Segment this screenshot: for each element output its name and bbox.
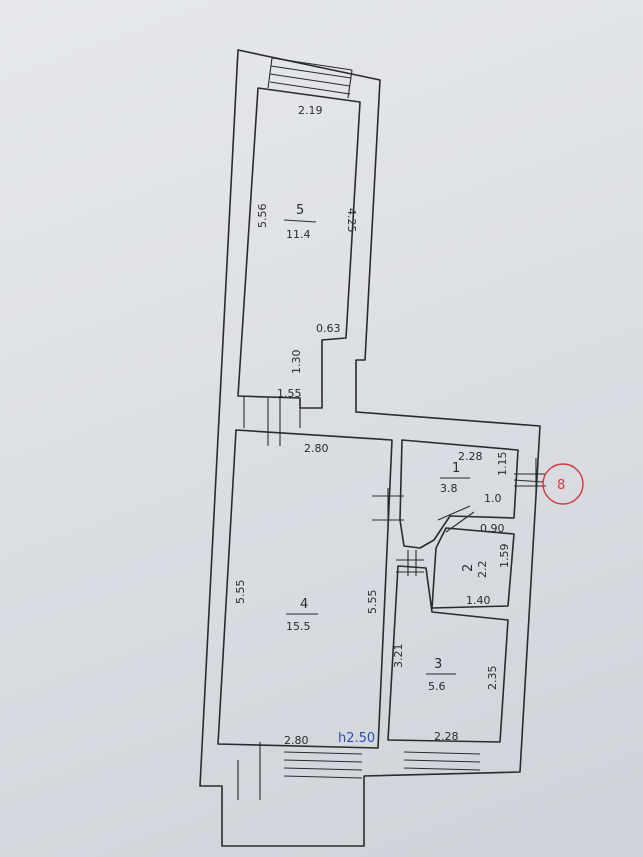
room-1-area: 3.8 bbox=[440, 482, 458, 495]
room-2-walls bbox=[431, 527, 515, 609]
dim-r5-top: 2.19 bbox=[298, 104, 323, 117]
dim-r4-bottom: 2.80 bbox=[284, 734, 309, 747]
marker-circle bbox=[542, 463, 584, 505]
bottom-windows bbox=[237, 742, 481, 800]
dim-r3-left: 3.21 bbox=[392, 644, 405, 669]
room-1-number: 1 bbox=[452, 461, 460, 476]
dim-r2-right: 1.59 bbox=[498, 544, 511, 569]
dim-r5-notch: 0.63 bbox=[316, 322, 341, 335]
dim-r4-left: 5.55 bbox=[234, 580, 247, 605]
room-2-number: 2 bbox=[461, 564, 476, 572]
dim-r3-bottom: 2.28 bbox=[434, 730, 459, 743]
dim-r4-right: 5.55 bbox=[366, 590, 379, 615]
room-3-number: 3 bbox=[434, 657, 442, 672]
room-2-area: 2.2 bbox=[476, 561, 489, 579]
room-5-walls bbox=[237, 87, 361, 409]
dim-r2-bottom: 1.40 bbox=[466, 594, 491, 607]
dim-r1-top: 2.28 bbox=[458, 450, 483, 463]
room-5-divider bbox=[283, 219, 317, 223]
bath-door bbox=[437, 505, 475, 533]
room-2-label: 2 2.2 bbox=[461, 561, 489, 579]
room-4-walls bbox=[217, 429, 393, 749]
dim-r5-step: 1.30 bbox=[290, 350, 303, 375]
dim-r2-top: 0.90 bbox=[480, 522, 505, 535]
outer-wall bbox=[199, 49, 541, 847]
door-marks bbox=[372, 458, 546, 576]
dim-r3-right: 2.35 bbox=[486, 666, 499, 691]
dim-r1-right: 1.15 bbox=[496, 452, 509, 477]
dim-r1-door: 1.0 bbox=[484, 492, 502, 505]
marker-number: 8 bbox=[557, 478, 565, 493]
room-5-number: 5 bbox=[296, 203, 304, 218]
room-1-walls bbox=[399, 439, 519, 549]
room-5-area: 11.4 bbox=[286, 228, 311, 241]
passage-door bbox=[243, 396, 301, 446]
dim-r4-top: 2.80 bbox=[304, 442, 329, 455]
height-annotation: h2.50 bbox=[338, 731, 375, 746]
balcony-top bbox=[267, 57, 353, 99]
marker-leader bbox=[513, 479, 544, 483]
dim-r5-right: 4.25 bbox=[345, 208, 358, 233]
dim-r5-left: 5.56 bbox=[256, 204, 269, 229]
room-3-walls bbox=[387, 565, 509, 743]
room-3-area: 5.6 bbox=[428, 680, 446, 693]
room-4-number: 4 bbox=[300, 597, 308, 612]
room-4-area: 15.5 bbox=[286, 620, 311, 633]
dim-r5-bottom: 1.55 bbox=[277, 387, 302, 400]
